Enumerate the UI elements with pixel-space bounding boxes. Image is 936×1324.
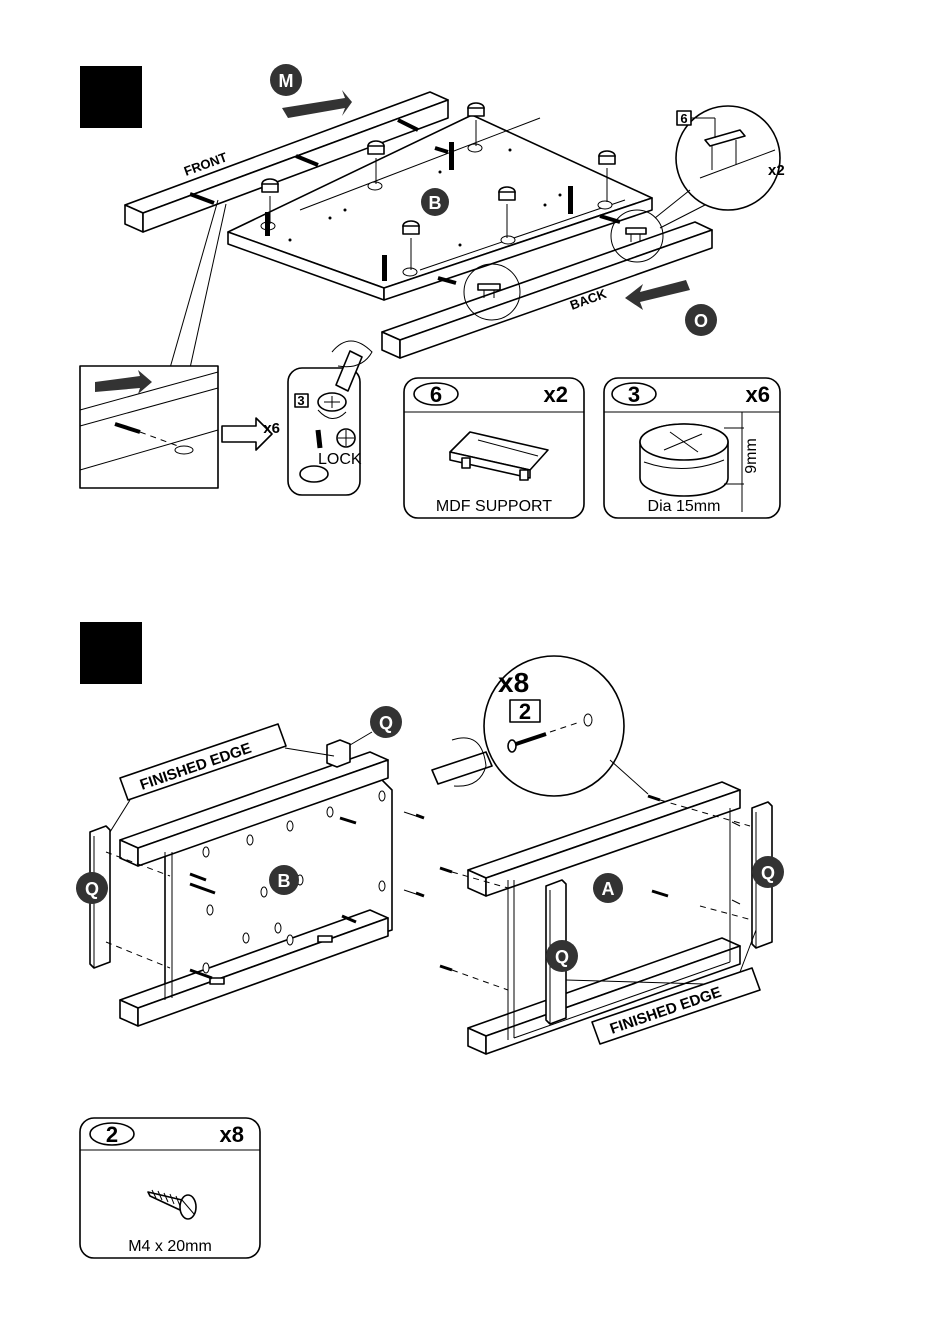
panel-b-assembly: [120, 752, 392, 1026]
callout-o: O: [685, 304, 717, 336]
svg-text:MDF SUPPORT: MDF SUPPORT: [436, 498, 552, 515]
parts-box-screw: 2 x8 M4 x 20mm: [80, 1118, 260, 1258]
svg-text:O: O: [694, 311, 708, 331]
svg-text:x6: x6: [263, 420, 280, 437]
step-2-marker: [80, 622, 142, 684]
svg-text:A: A: [602, 879, 615, 899]
svg-text:Q: Q: [555, 947, 569, 967]
svg-text:x8: x8: [220, 1122, 244, 1147]
svg-text:2: 2: [519, 699, 531, 724]
callout-q-top: Q: [350, 706, 402, 745]
cam-lock-detail: 3 LOCK x6: [263, 341, 372, 495]
parts-box-cam-lock: 3 x6 9mm Dia 15mm: [604, 378, 780, 518]
screw-qty: x8: [498, 667, 529, 698]
callout-a: A: [593, 873, 623, 903]
svg-text:x2: x2: [768, 162, 785, 179]
svg-text:6: 6: [680, 111, 687, 126]
screw-detail: 2 x8: [432, 656, 648, 796]
svg-text:Q: Q: [379, 713, 393, 733]
support-detail: 6 x2: [655, 106, 785, 228]
left-screws: [404, 812, 424, 896]
svg-text:B: B: [278, 871, 291, 891]
leg-q-back-left: [327, 740, 350, 767]
callout-b: B: [421, 188, 449, 216]
svg-text:LOCK: LOCK: [318, 451, 362, 468]
callout-m: M: [270, 64, 302, 96]
bolt-zoom-box: [80, 200, 226, 488]
svg-text:6: 6: [430, 382, 442, 407]
svg-text:2: 2: [106, 1122, 118, 1147]
svg-text:x2: x2: [544, 382, 568, 407]
svg-text:x6: x6: [746, 382, 770, 407]
panel-a-assembly: [468, 782, 740, 1054]
svg-text:3: 3: [297, 393, 304, 408]
svg-text:9mm: 9mm: [743, 438, 760, 474]
svg-text:3: 3: [628, 382, 640, 407]
svg-text:B: B: [429, 193, 442, 213]
svg-text:M4 x 20mm: M4 x 20mm: [128, 1238, 212, 1255]
callout-b-step2: B: [269, 865, 299, 895]
svg-text:Q: Q: [85, 879, 99, 899]
svg-text:M: M: [279, 71, 294, 91]
svg-text:Dia 15mm: Dia 15mm: [648, 498, 721, 515]
parts-box-mdf-support: 6 x2 MDF SUPPORT: [404, 378, 584, 518]
svg-text:Q: Q: [761, 863, 775, 883]
callout-q-right: Q: [752, 856, 784, 888]
callout-q-front: Q: [546, 940, 578, 972]
step-1-marker: [80, 66, 142, 128]
callout-q-left: Q: [76, 872, 108, 904]
